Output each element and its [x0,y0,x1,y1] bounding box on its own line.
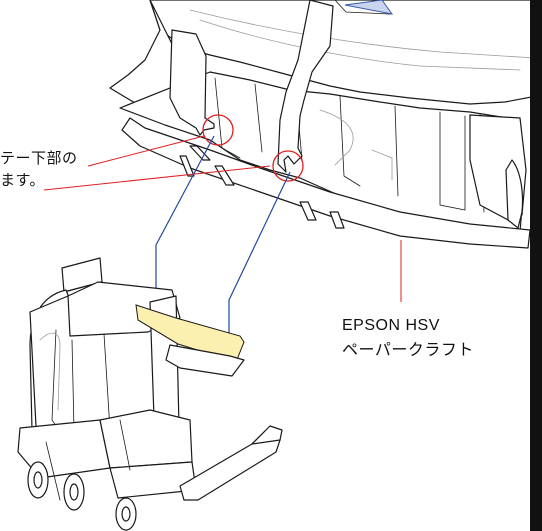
left-callout-text: テー下部の ます。 [0,148,78,192]
right-marker-circle [272,150,304,182]
right-callout-text: EPSON HSV ペーパークラフト [342,313,474,363]
right-callout-line-1: EPSON HSV [342,317,440,334]
left-marker-circle [202,114,234,146]
left-callout-line-1: テー下部の [0,150,78,167]
stand-model [17,257,283,531]
page-border-right [530,0,542,531]
right-callout-line-2: ペーパークラフト [342,342,474,359]
car-rear-wing [109,0,542,249]
wheels [27,461,137,531]
left-callout-leader [87,135,205,167]
left-guide-arrow [155,135,215,300]
left-callout-leader-2 [43,165,271,191]
left-callout-line-2: ます。 [0,172,46,189]
callout-markers [43,114,402,302]
